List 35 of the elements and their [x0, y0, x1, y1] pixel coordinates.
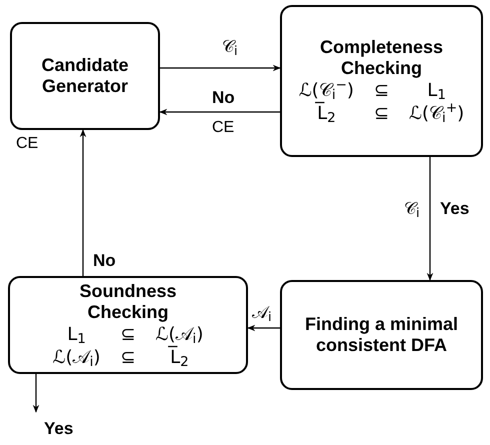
formula: ⊆ [120, 346, 136, 369]
arrow [247, 324, 280, 332]
edge-label: Yes [440, 199, 470, 218]
formula: ℒ(𝒜$_{i}$) [156, 323, 204, 346]
formula: L$_{1}$ [67, 323, 86, 346]
formula: ⊆ [120, 323, 136, 346]
box-title: Soundness Checking [78, 281, 178, 323]
formula: L̅$_{2}$ [317, 102, 336, 125]
annotation-label: CE [212, 119, 234, 136]
edge-label: No [212, 88, 235, 107]
arrow [80, 129, 86, 276]
edge-label: No [93, 251, 116, 270]
box-title: Completeness Checking [318, 37, 444, 79]
formula: ⊆ [374, 79, 390, 102]
annotation-label: 𝒞$_{i}$ [404, 199, 420, 219]
arrow [32, 374, 40, 413]
process-box [280, 5, 483, 157]
process-box [10, 22, 160, 130]
box-title: Finding a minimal consistent DFA [304, 314, 459, 356]
formula: ℒ(𝒞$_{i}$$^{+}$) [409, 102, 464, 125]
formula: L̅$_{2}$ [170, 346, 189, 369]
process-box [8, 276, 248, 374]
process-box [280, 280, 483, 390]
edge-label: 𝒜$_{i}$ [252, 303, 272, 323]
formula: ℒ(𝒞$_{i}$$^{−}$) [298, 79, 354, 102]
edge-label: Yes [44, 419, 74, 438]
arrow [160, 64, 281, 72]
edge-label: 𝒞$_{i}$ [222, 37, 238, 57]
annotation-label: CE [16, 135, 38, 152]
arrow [426, 157, 434, 281]
arrow [159, 108, 280, 116]
formula: ⊆ [374, 102, 390, 125]
formula: L$_{1}$ [427, 79, 446, 102]
formula: ℒ(𝒜$_{i}$) [52, 346, 100, 369]
box-title: Candidate Generator [40, 55, 130, 97]
